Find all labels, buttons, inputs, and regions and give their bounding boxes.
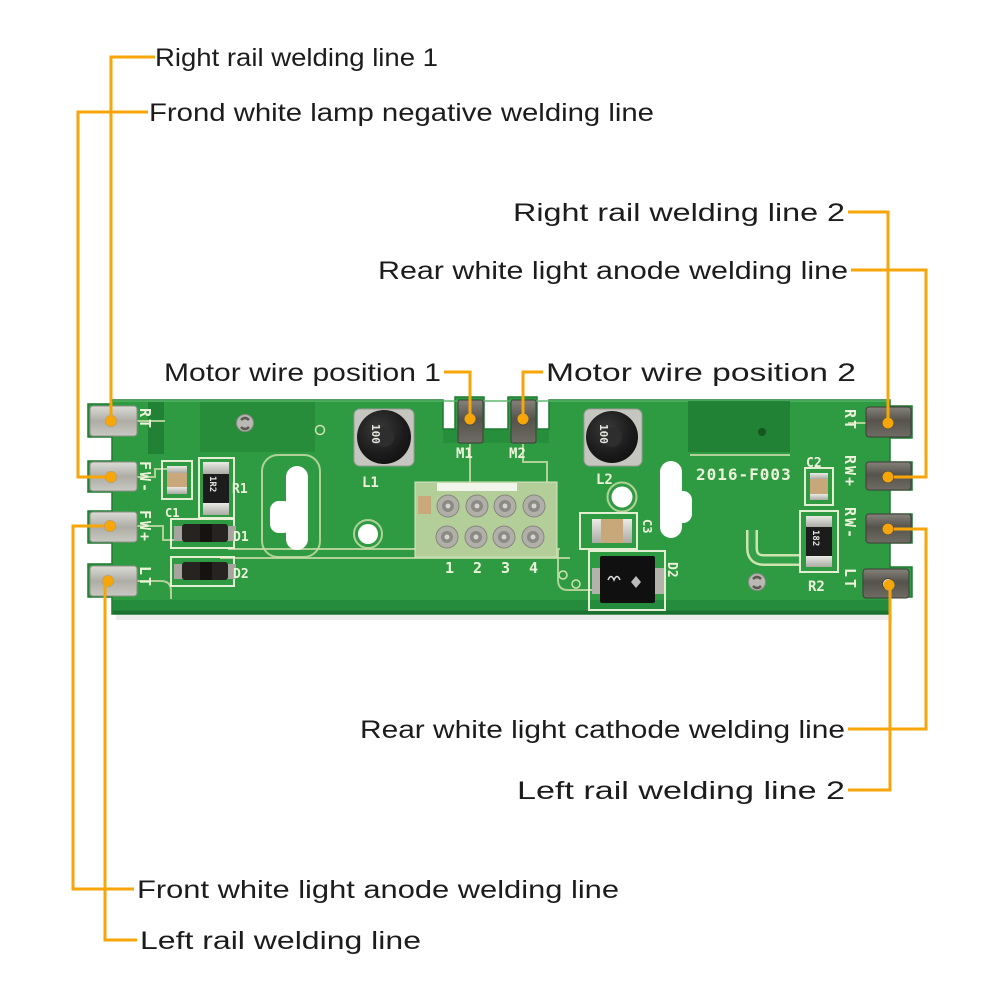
leader-front-lamp-negative — [76, 110, 148, 479]
annotation-labels: Right rail welding line 1 Frond white la… — [137, 44, 856, 955]
inductor-l2: 100 — [583, 408, 643, 467]
inductor-l1: 100 — [353, 408, 415, 467]
label-rear-anode: Rear white light anode welding line — [378, 257, 848, 285]
silk-d2-big: D2 — [664, 562, 679, 578]
label-left-rail-2: Left rail welding line 2 — [517, 777, 845, 805]
resistor-r1: 1R2 — [198, 457, 235, 519]
silk-d1: D1 — [233, 530, 249, 545]
rivet-left — [236, 414, 254, 432]
label-right-rail-1: Right rail welding line 1 — [155, 44, 438, 72]
silk-r2: R2 — [808, 579, 825, 595]
silk-c2: C2 — [806, 456, 822, 471]
diode-d1 — [170, 518, 236, 549]
silk-pin-3: 3 — [501, 559, 510, 577]
diode-symbol-mark — [631, 576, 641, 588]
leader-left-rail — [103, 581, 137, 942]
capacitor-c2 — [804, 467, 834, 506]
label-motor-1: Motor wire position 1 — [164, 359, 441, 387]
silk-rw-minus: RW- — [841, 507, 859, 540]
silk-rw-plus: RW+ — [841, 455, 859, 488]
label-front-anode: Front white light anode welding line — [137, 876, 619, 904]
label-left-rail: Left rail welding line — [140, 927, 421, 955]
rivet-right — [748, 573, 766, 591]
diode-d2-big — [588, 550, 666, 611]
capacitor-c1 — [161, 460, 193, 500]
silk-l1: L1 — [362, 475, 379, 491]
silk-l2: L2 — [596, 472, 613, 488]
label-right-rail-2: Right rail welding line 2 — [513, 199, 845, 227]
diode-logo-mark — [607, 575, 621, 582]
board-shadow — [116, 614, 892, 620]
l1-marking: 100 — [369, 424, 382, 444]
leader-motor-1 — [444, 370, 472, 419]
silk-board-id: 2016-F003 — [696, 465, 792, 484]
silk-c1: C1 — [165, 506, 179, 520]
leader-left-rail-2 — [848, 585, 892, 792]
leader-rear-anode — [851, 268, 928, 479]
silk-d2: D2 — [233, 567, 249, 582]
r1-marking: 1R2 — [207, 476, 217, 492]
l2-marking: 100 — [597, 424, 610, 444]
resistor-r2: 182 — [799, 510, 839, 573]
label-rear-cathode: Rear white light cathode welding line — [360, 716, 845, 744]
silk-pin-2: 2 — [473, 559, 482, 577]
silk-lt-left: LT — [136, 566, 154, 588]
board-cutouts — [270, 424, 692, 589]
silk-fw-plus: FW+ — [136, 510, 154, 543]
connector-block — [414, 481, 558, 558]
silk-m1: M1 — [456, 446, 473, 462]
silk-r1: R1 — [232, 482, 248, 497]
silk-pin-4: 4 — [529, 559, 538, 577]
leader-right-rail-1 — [109, 55, 155, 421]
silk-rt-left: RT — [136, 408, 154, 430]
label-motor-2: Motor wire position 2 — [546, 359, 856, 387]
r2-marking: 182 — [810, 530, 820, 546]
label-front-lamp-negative: Frond white lamp negative welding line — [149, 99, 654, 127]
silk-pin-1: 1 — [445, 559, 454, 577]
silk-rt-right: RT — [841, 409, 859, 431]
connector-solder-joints — [435, 494, 546, 549]
leader-lines — [71, 55, 928, 942]
silk-m2: M2 — [509, 446, 526, 462]
silk-fw-minus: FW- — [136, 461, 154, 494]
silkscreen-labels: RT FW- FW+ LT RT RW+ RW- LT M1 M2 L1 L2 … — [136, 408, 859, 595]
leader-right-rail-2 — [848, 210, 890, 423]
silk-lt-right: LT — [841, 568, 859, 590]
pcb-board: 100 100 — [87, 396, 913, 620]
silk-c3: C3 — [640, 519, 654, 533]
diode-d2 — [170, 556, 236, 587]
leader-motor-2 — [521, 370, 543, 419]
capacitor-c3 — [579, 512, 638, 550]
leader-rear-cathode — [848, 527, 928, 731]
